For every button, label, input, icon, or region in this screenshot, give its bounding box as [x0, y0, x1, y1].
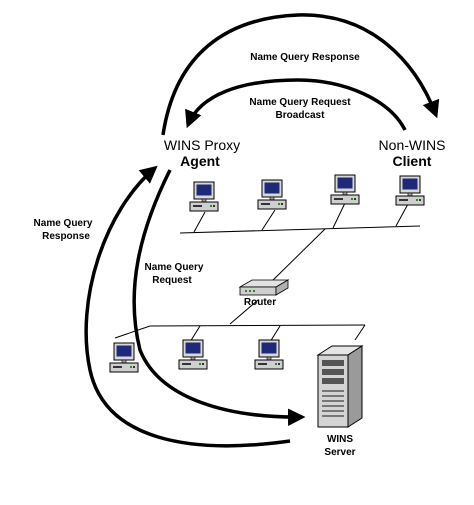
label-agent: Agent [180, 153, 220, 169]
label-name-query-response-top: Name Query Response [250, 52, 360, 63]
arrow-name-query-response-top [161, 13, 440, 136]
desktop-computer-icon [330, 174, 360, 205]
label-response-left: Response [42, 231, 90, 242]
label-wins-server: WINS [327, 434, 353, 445]
lower-network-bus [114, 325, 151, 339]
label-non-wins: Non-WINS [379, 137, 446, 153]
label-wins-proxy: WINS Proxy [164, 137, 240, 153]
label-name-query-request-mid: Name Query [145, 262, 204, 273]
desktop-computer-icon [189, 181, 219, 212]
desktop-computer-icon [254, 339, 284, 370]
label-router: Router [244, 297, 276, 308]
desktop-computer-icon [178, 339, 208, 370]
router-icon [238, 279, 290, 296]
label-server: Server [324, 447, 355, 458]
arrow-name-query-response-left [84, 165, 291, 448]
arrow-name-query-request-broadcast [185, 78, 407, 131]
label-broadcast: Broadcast [276, 110, 326, 121]
tower-server-icon [316, 345, 364, 428]
label-request-mid: Request [152, 275, 192, 286]
arrow-name-query-request [132, 169, 306, 426]
label-client: Client [393, 153, 432, 169]
desktop-computer-icon [257, 179, 287, 210]
desktop-computer-icon [395, 175, 425, 206]
desktop-computer-icon [109, 342, 139, 373]
label-name-query-request-broadcast: Name Query Request [249, 97, 351, 108]
upper-network-bus [179, 225, 421, 234]
label-name-query-response-left: Name Query [34, 218, 93, 229]
